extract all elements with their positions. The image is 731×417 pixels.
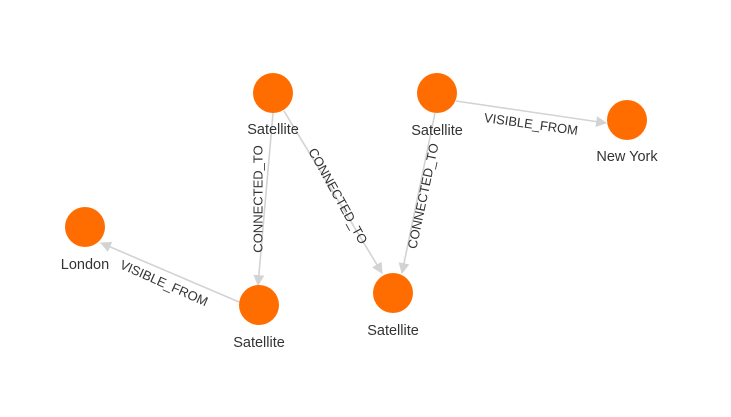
- node-label: Satellite: [411, 123, 463, 139]
- edge-label: CONNECTED_TO: [251, 145, 266, 252]
- node-label: New York: [596, 149, 658, 165]
- node-satellite-3[interactable]: Satellite: [233, 285, 285, 351]
- node-label: London: [61, 257, 109, 273]
- node-satellite-1[interactable]: Satellite: [247, 73, 299, 138]
- node-satellite-4[interactable]: Satellite: [367, 273, 419, 339]
- edges-layer: CONNECTED_TO CONNECTED_TO CONNECTED_TO V…: [99, 100, 608, 309]
- node-circle[interactable]: [239, 285, 279, 325]
- node-london[interactable]: London: [61, 207, 109, 273]
- node-satellite-2[interactable]: Satellite: [411, 73, 463, 139]
- nodes-layer: Satellite Satellite New York London Sate…: [61, 73, 658, 351]
- edge-connected-to-s1-s3[interactable]: CONNECTED_TO: [251, 112, 274, 287]
- edge-label: VISIBLE_FROM: [483, 110, 579, 138]
- node-new-york[interactable]: New York: [596, 100, 658, 165]
- node-circle[interactable]: [253, 73, 293, 113]
- edge-label: CONNECTED_TO: [405, 142, 442, 250]
- node-circle[interactable]: [65, 207, 105, 247]
- node-label: Satellite: [367, 323, 419, 339]
- edge-label: CONNECTED_TO: [305, 145, 370, 246]
- node-circle[interactable]: [373, 273, 413, 313]
- edge-visible-from-s3-ldn[interactable]: VISIBLE_FROM: [99, 241, 240, 309]
- edge-visible-from-s2-ny[interactable]: VISIBLE_FROM: [455, 100, 608, 138]
- node-circle[interactable]: [417, 73, 457, 113]
- node-label: Satellite: [247, 122, 299, 138]
- node-circle[interactable]: [607, 100, 647, 140]
- node-label: Satellite: [233, 335, 285, 351]
